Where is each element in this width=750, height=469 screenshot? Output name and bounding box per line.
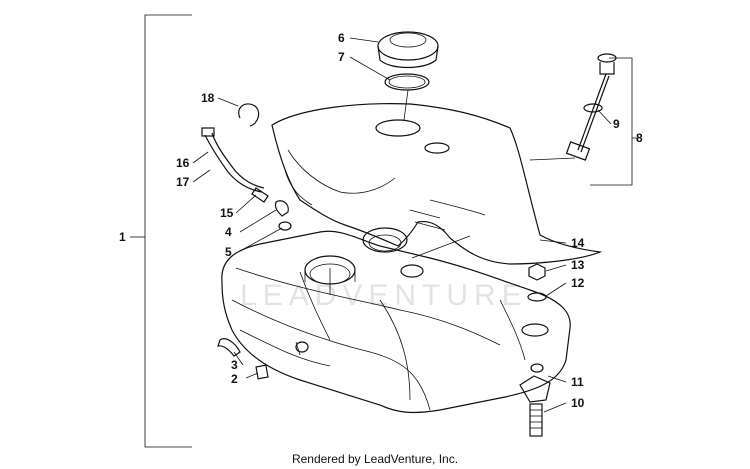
callout-labels: 1 2 3 4 5 6 7 8 9 10 11 12 13 14 15 16 1… — [119, 31, 643, 410]
tank-strap — [217, 338, 241, 357]
callout-4: 4 — [225, 225, 232, 239]
retaining-clip — [238, 103, 260, 127]
callout-1: 1 — [119, 230, 126, 244]
rubber-mount — [519, 363, 551, 403]
grommet — [278, 221, 292, 231]
callout-6: 6 — [338, 31, 345, 45]
callout-16: 16 — [176, 156, 190, 170]
callout-5: 5 — [225, 245, 232, 259]
callout-10: 10 — [571, 396, 585, 410]
tank-shroud — [271, 103, 603, 265]
fuel-gauge-sender — [565, 53, 617, 161]
bolt — [529, 403, 543, 437]
hose-clamp — [251, 187, 269, 203]
cap-gasket — [384, 73, 430, 91]
callout-9: 9 — [613, 117, 620, 131]
callout-17: 17 — [176, 175, 190, 189]
callout-8: 8 — [636, 131, 643, 145]
fuel-tank — [221, 230, 571, 414]
callout-11: 11 — [571, 375, 584, 389]
callout-2: 2 — [231, 372, 238, 386]
callout-13: 13 — [571, 258, 585, 272]
assembly-bracket — [130, 14, 192, 448]
gauge-bracket — [590, 57, 638, 186]
fuel-cap — [377, 31, 439, 69]
vent-fitting — [274, 200, 289, 217]
footer-credit: Rendered by LeadVenture, Inc. — [291, 452, 459, 466]
vent-hose — [201, 127, 265, 193]
drain-plug — [255, 341, 309, 380]
washer — [527, 292, 547, 302]
nut — [528, 263, 546, 281]
callout-3: 3 — [231, 358, 238, 372]
watermark-text: LEADVENTURE — [240, 279, 528, 312]
callout-12: 12 — [571, 276, 585, 290]
leader-lines — [192, 37, 612, 413]
callout-14: 14 — [571, 236, 585, 250]
callout-15: 15 — [220, 206, 234, 220]
callout-18: 18 — [201, 91, 215, 105]
callout-7: 7 — [338, 50, 345, 64]
